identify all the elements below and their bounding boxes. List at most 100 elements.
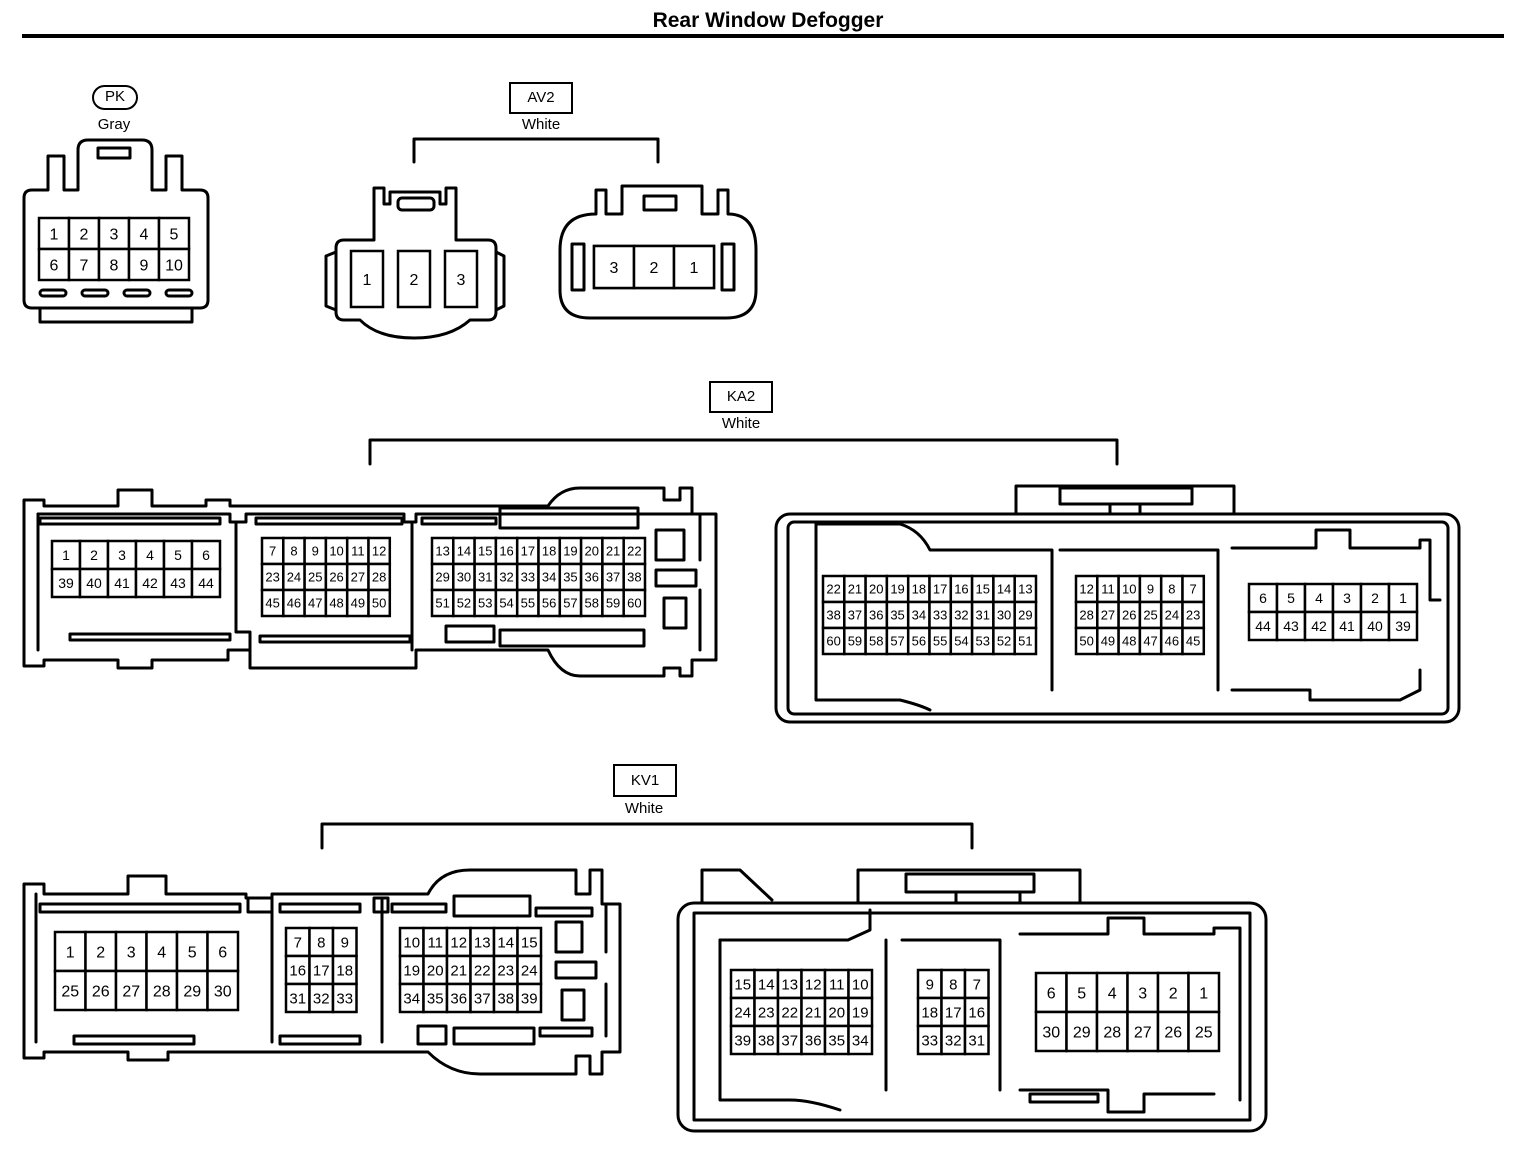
pin-label: 35 bbox=[828, 1032, 845, 1049]
pin-label: 32 bbox=[313, 990, 330, 1007]
pin-label: 34 bbox=[542, 570, 556, 585]
pin-cell bbox=[206, 930, 240, 973]
pin-label: 1 bbox=[50, 226, 59, 243]
pin-label: 30 bbox=[457, 570, 471, 585]
pin-label: 28 bbox=[1103, 1024, 1121, 1041]
av2-bracket bbox=[412, 137, 660, 164]
pin-label: 8 bbox=[290, 544, 297, 559]
title-rule bbox=[22, 34, 1504, 38]
pin-label: 31 bbox=[289, 990, 306, 1007]
pin-label: 3 bbox=[110, 226, 119, 243]
pin-label: 50 bbox=[372, 596, 386, 611]
pin-cell bbox=[1065, 1010, 1099, 1053]
pin-label: 25 bbox=[61, 983, 79, 1000]
pin-label: 1 bbox=[1199, 985, 1208, 1002]
pin-label: 7 bbox=[294, 934, 302, 951]
pin-label: 11 bbox=[351, 544, 365, 559]
pin-label: 1 bbox=[1399, 590, 1407, 606]
pin-label: 5 bbox=[188, 944, 197, 961]
pin-label: 26 bbox=[329, 570, 343, 585]
pin-label: 3 bbox=[457, 272, 466, 289]
pin-label: 37 bbox=[474, 990, 491, 1007]
pin-label: 60 bbox=[826, 634, 840, 649]
pin-label: 34 bbox=[403, 990, 420, 1007]
pin-label: 51 bbox=[435, 596, 449, 611]
pin-label: 44 bbox=[1255, 618, 1271, 634]
pin-label: 19 bbox=[403, 962, 420, 979]
pin-label: 17 bbox=[313, 962, 330, 979]
pin-label: 2 bbox=[90, 547, 98, 563]
pin-label: 22 bbox=[627, 544, 641, 559]
pin-label: 1 bbox=[690, 260, 699, 277]
pin-label: 23 bbox=[265, 570, 279, 585]
pin-label: 2 bbox=[1169, 985, 1178, 1002]
pin-label: 25 bbox=[1195, 1024, 1213, 1041]
pin-label: 15 bbox=[976, 582, 990, 597]
kv1-bracket bbox=[320, 822, 974, 850]
pin-label: 37 bbox=[781, 1032, 798, 1049]
pin-label: 52 bbox=[997, 634, 1011, 649]
pin-label: 2 bbox=[650, 260, 659, 277]
pin-label: 2 bbox=[1371, 590, 1379, 606]
pin-label: 20 bbox=[828, 1004, 845, 1021]
pin-label: 38 bbox=[627, 570, 641, 585]
pin-label: 9 bbox=[312, 544, 319, 559]
pin-cell bbox=[963, 1024, 990, 1056]
pin-label: 35 bbox=[890, 608, 904, 623]
pin-label: 5 bbox=[174, 547, 182, 563]
pin-label: 24 bbox=[1165, 608, 1179, 623]
pin-label: 18 bbox=[336, 962, 353, 979]
pk-connector-housing bbox=[22, 138, 210, 324]
pin-label: 7 bbox=[80, 257, 89, 274]
pin-label: 55 bbox=[933, 634, 947, 649]
kv1-left-housing bbox=[22, 868, 622, 1076]
pin-cell bbox=[134, 567, 166, 599]
pin-label: 11 bbox=[427, 934, 443, 951]
pin-label: 26 bbox=[1122, 608, 1136, 623]
pin-label: 38 bbox=[826, 608, 840, 623]
pin-label: 1 bbox=[62, 547, 70, 563]
pin-label: 26 bbox=[92, 983, 110, 1000]
pin-label: 4 bbox=[146, 547, 154, 563]
pin-label: 5 bbox=[170, 226, 179, 243]
pin-label: 57 bbox=[563, 596, 577, 611]
pin-label: 27 bbox=[1101, 608, 1115, 623]
pin-cell bbox=[1359, 610, 1391, 642]
pin-label: 25 bbox=[1143, 608, 1157, 623]
pin-label: 9 bbox=[341, 934, 349, 951]
pin-label: 57 bbox=[890, 634, 904, 649]
pin-cell bbox=[1187, 971, 1221, 1014]
connector-color-kv1: White bbox=[624, 800, 664, 817]
pin-label: 26 bbox=[1164, 1024, 1182, 1041]
kv1-right-housing bbox=[676, 868, 1268, 1133]
pin-label: 3 bbox=[127, 944, 136, 961]
pin-cell bbox=[1095, 1010, 1129, 1053]
pin-label: 38 bbox=[497, 990, 514, 1007]
pin-label: 17 bbox=[933, 582, 947, 597]
pin-label: 21 bbox=[848, 582, 862, 597]
pin-label: 29 bbox=[183, 983, 201, 1000]
pin-label: 9 bbox=[140, 257, 149, 274]
connector-color-av2: White bbox=[521, 116, 561, 133]
pin-label: 59 bbox=[606, 596, 620, 611]
pin-cell bbox=[672, 244, 716, 290]
pin-cell bbox=[162, 567, 194, 599]
pin-cell bbox=[50, 567, 82, 599]
pin-label: 6 bbox=[1259, 590, 1267, 606]
pin-label: 47 bbox=[308, 596, 322, 611]
pin-label: 30 bbox=[214, 983, 232, 1000]
pin-label: 10 bbox=[852, 976, 869, 993]
pin-cell bbox=[78, 567, 110, 599]
pin-label: 15 bbox=[521, 934, 538, 951]
pin-label: 58 bbox=[869, 634, 883, 649]
pin-label: 32 bbox=[499, 570, 513, 585]
pin-label: 17 bbox=[521, 544, 535, 559]
pin-cell bbox=[1126, 1010, 1160, 1053]
pin-label: 59 bbox=[848, 634, 862, 649]
